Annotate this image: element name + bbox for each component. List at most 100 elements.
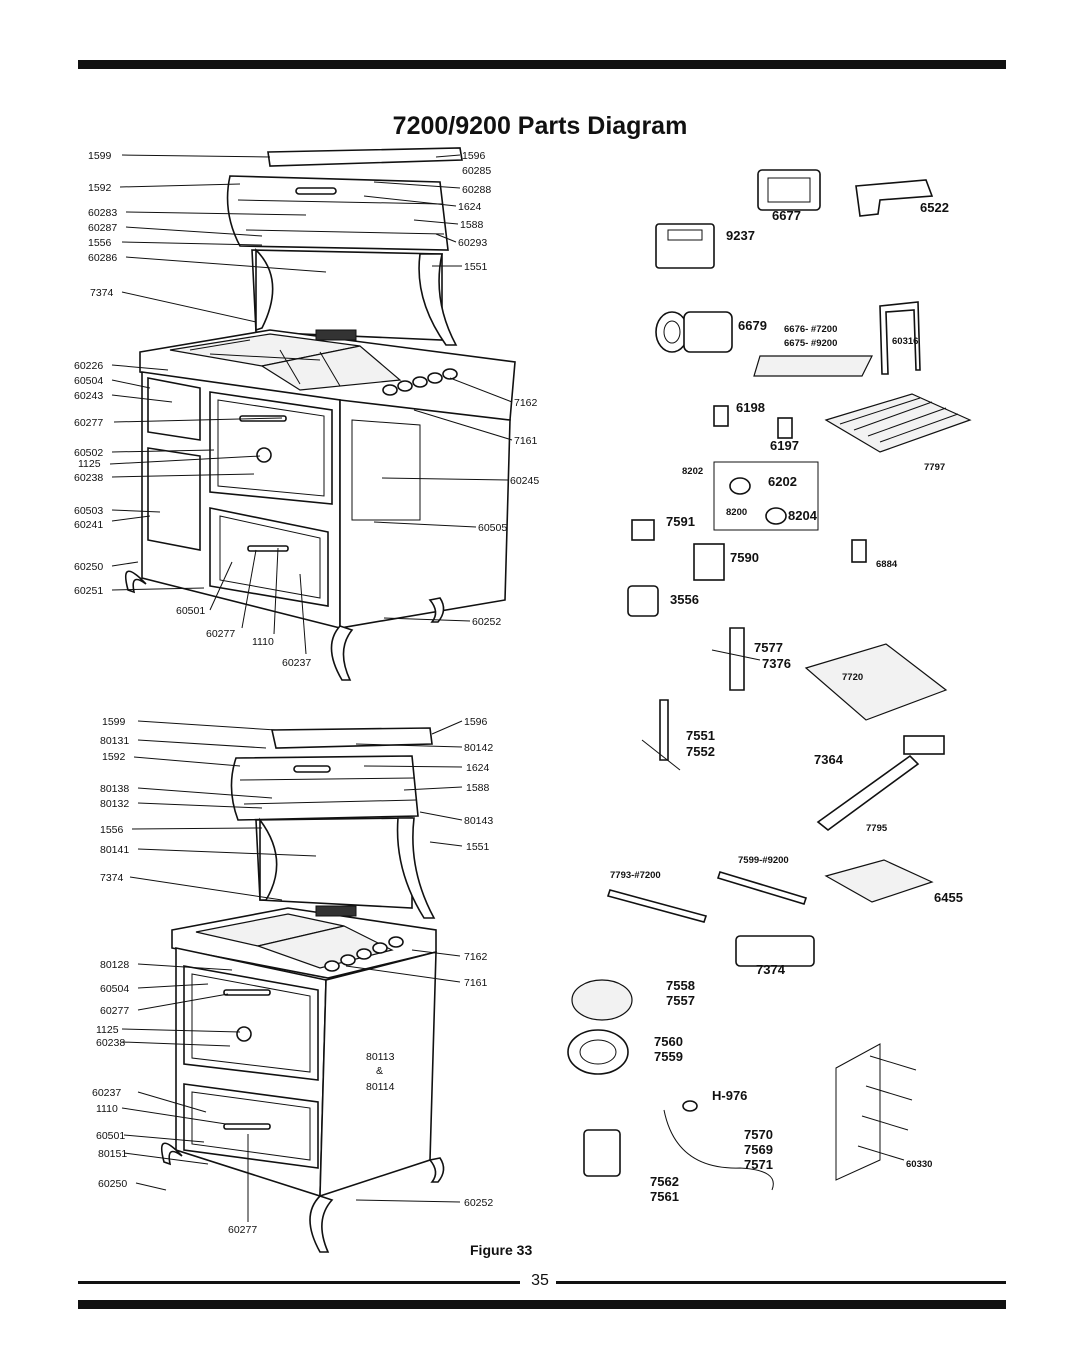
part-label-7797: 7797	[924, 462, 945, 473]
label-9200-c-80113: 80113	[366, 1051, 395, 1063]
part-label-7552: 7552	[686, 744, 715, 759]
label-7200-r-1624: 1624	[458, 201, 482, 213]
part-label-6676: 6676- #7200	[784, 324, 837, 335]
part-label-H976: H-976	[712, 1088, 747, 1103]
label-7200-l-60286: 60286	[88, 252, 117, 264]
label-7200-l-60250: 60250	[74, 561, 103, 573]
part-7570-drawing	[663, 1109, 774, 1191]
part-H976-drawing	[682, 1100, 698, 1112]
part-label-7561: 7561	[650, 1189, 679, 1204]
label-9200-l-1110: 1110	[96, 1103, 118, 1115]
label-9200-r-1624: 1624	[466, 762, 490, 774]
label-7200-l-60241: 60241	[74, 519, 103, 531]
label-7200-r-1551: 1551	[464, 261, 488, 273]
part-label-6679: 6679	[738, 318, 767, 333]
label-9200-r-1588: 1588	[466, 782, 490, 794]
part-6522-drawing	[855, 179, 934, 217]
label-7200-l-60283: 60283	[88, 207, 117, 219]
label-9200-l-60237: 60237	[92, 1087, 121, 1099]
part-60330-drawing	[835, 1043, 881, 1181]
part-7797-drawing	[824, 393, 972, 453]
part-label-60316: 60316	[892, 336, 918, 347]
label-9200-r-1596: 1596	[464, 716, 488, 728]
part-8204-drawing	[765, 507, 787, 525]
label-7200-r-60293: 60293	[458, 237, 487, 249]
label-9200-l-80131: 80131	[100, 735, 129, 747]
label-7200-l-60504: 60504	[74, 375, 103, 387]
part-7551-drawing	[659, 699, 669, 761]
stove-9200-drawing	[160, 727, 445, 1253]
label-9200-c-80114: 80114	[366, 1081, 395, 1093]
part-label-6677: 6677	[772, 208, 801, 223]
label-7200-r-60285: 60285	[462, 165, 491, 177]
part-label-6522: 6522	[920, 200, 949, 215]
label-9200-r-7162: 7162	[464, 951, 488, 963]
part-6677-drawing	[757, 169, 821, 211]
label-7200-l-60502: 60502	[74, 447, 103, 459]
part-60316-drawing	[879, 301, 921, 375]
stove-7200-drawing	[124, 147, 516, 681]
part-7364-drawing	[816, 754, 920, 832]
label-9200-l-1592: 1592	[102, 751, 126, 763]
part-6197-drawing	[777, 417, 793, 439]
label-7200-r-7162: 7162	[514, 397, 538, 409]
label-9200-l-60238: 60238	[96, 1037, 125, 1049]
part-7558-drawing	[571, 979, 633, 1021]
label-7200-r-1588: 1588	[460, 219, 484, 231]
part-label-9237: 9237	[726, 228, 755, 243]
part-7560-drawing	[567, 1029, 629, 1075]
label-7200-l-1556: 1556	[88, 237, 112, 249]
label-9200-l-60501: 60501	[96, 1130, 125, 1142]
part-label-7720: 7720	[842, 672, 863, 683]
part-label-7560: 7560	[654, 1034, 683, 1049]
top-rule-thick	[78, 60, 1006, 69]
labels-9200: 1599 80131 1592 80138 80132 1556 80141 7…	[92, 716, 493, 1236]
parts-illustrations	[567, 169, 972, 1191]
label-9200-l-60250: 60250	[98, 1178, 127, 1190]
label-9200-l-1556: 1556	[100, 824, 124, 836]
part-label-7364: 7364	[814, 752, 844, 767]
part-label-7795: 7795	[866, 823, 888, 834]
part-label-7599: 7599-#9200	[738, 855, 789, 866]
part-label-6884: 6884	[876, 559, 898, 570]
part-group-box	[713, 461, 819, 531]
label-7200-r-7161: 7161	[514, 435, 538, 447]
part-label-7570: 7570	[744, 1127, 773, 1142]
label-7200-l-60243: 60243	[74, 390, 103, 402]
part-7793-drawing	[606, 889, 708, 923]
label-9200-l-1125: 1125	[96, 1024, 119, 1036]
part-label-7569: 7569	[744, 1142, 773, 1157]
part-7577-drawing	[729, 627, 745, 691]
label-7200-l-1592: 1592	[88, 182, 112, 194]
part-label-60330: 60330	[906, 1159, 932, 1170]
label-9200-r-80142: 80142	[464, 742, 493, 754]
label-9200-l-60277: 60277	[100, 1005, 129, 1017]
part-label-7590: 7590	[730, 550, 759, 565]
part-label-7557: 7557	[666, 993, 695, 1008]
part-label-6198: 6198	[736, 400, 765, 415]
part-label-7577: 7577	[754, 640, 783, 655]
label-7200-l-60251: 60251	[74, 585, 103, 597]
part-label-6202: 6202	[768, 474, 797, 489]
label-7200-r-60245: 60245	[510, 475, 539, 487]
label-7200-b-1110: 1110	[252, 636, 274, 648]
label-7200-b-60237: 60237	[282, 657, 311, 669]
label-7200-l-60287: 60287	[88, 222, 117, 234]
part-9237-drawing	[655, 223, 715, 269]
leader-lines-7200	[109, 154, 513, 655]
label-7200-l-60503: 60503	[74, 505, 103, 517]
part-label-7559: 7559	[654, 1049, 683, 1064]
part-6455-drawing	[824, 859, 934, 903]
label-7200-r-60288: 60288	[462, 184, 491, 196]
part-6198-drawing	[713, 405, 729, 427]
label-7200-l-60238: 60238	[74, 472, 103, 484]
part-label-7558: 7558	[666, 978, 695, 993]
page-number-rule-right	[556, 1281, 1006, 1284]
label-9200-l-80141: 80141	[100, 844, 129, 856]
label-9200-l-80128: 80128	[100, 959, 129, 971]
part-label-6455: 6455	[934, 890, 963, 905]
part-label-7793: 7793-#7200	[610, 870, 661, 881]
label-7200-l-1125: 1125	[78, 458, 101, 470]
label-7200-r-1596: 1596	[462, 150, 486, 162]
label-7200-l-7374: 7374	[90, 287, 114, 299]
